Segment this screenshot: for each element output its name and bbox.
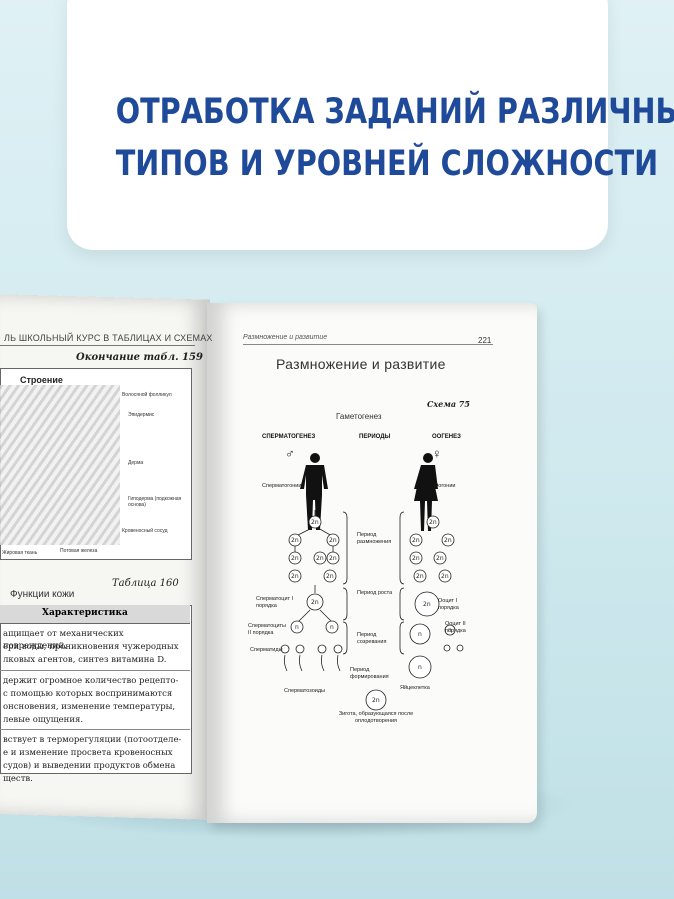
label-egg: Яйцеклетка	[400, 685, 430, 691]
svg-text:2n: 2n	[316, 555, 324, 562]
table-title: Функции кожи	[10, 589, 75, 600]
right-running-head: Размножение и развитие	[243, 334, 328, 341]
diagram-subtitle: Гаметогенез	[336, 412, 382, 421]
female-cells: 2n 2n 2n 2n 2n 2n 2n 2n n n n	[408, 515, 464, 679]
label-spermatocyte-1: Сперматоцит I порядка	[256, 596, 294, 609]
skin-label: Кровеносный сосуд	[122, 528, 168, 534]
table-separator	[0, 729, 190, 730]
table-header-label: Характеристика	[42, 608, 128, 618]
table-separator	[0, 670, 190, 671]
schema-label: Схема 75	[427, 399, 470, 409]
label-period-maturation: Период созревания	[357, 632, 387, 645]
svg-text:2n: 2n	[291, 537, 299, 544]
label-spermatocytes-2: Сперматоциты II порядка	[248, 623, 286, 636]
label-period-formation: Период формирования	[350, 667, 389, 680]
table-row: левые ощущения.	[3, 715, 84, 725]
banner-headline: ОТРАБОТКА ЗАДАНИЙ РАЗЛИЧНЫХ ТИПОВ И УРОВ…	[115, 86, 674, 190]
svg-text:2n: 2n	[311, 519, 319, 526]
functions-table	[0, 605, 192, 774]
label-spermatozoa: Сперматозоиды	[284, 688, 325, 694]
gametogenesis-diagram: 2n 2n 2n 2n 2n 2n 2n 2n 2n n n 2n 2n 2n …	[280, 453, 464, 711]
table-row: с помощью которых воспринимаются	[3, 689, 173, 699]
skin-illustration	[0, 385, 120, 545]
banner-line-1: ОТРАБОТКА ЗАДАНИЙ РАЗЛИЧНЫХ	[115, 92, 674, 132]
label-period-reproduction: Период размножения	[357, 532, 392, 545]
svg-text:2n: 2n	[412, 537, 420, 544]
skin-figure-title: Строение	[20, 375, 63, 385]
svg-text:2n: 2n	[311, 599, 319, 606]
svg-text:n: n	[418, 631, 422, 638]
svg-text:n: n	[448, 627, 452, 634]
svg-text:2n: 2n	[291, 573, 299, 580]
banner-line-2: ТИПОВ И УРОВНЕЙ СЛОЖНОСТИ	[115, 144, 659, 184]
column-periods: ПЕРИОДЫ	[359, 434, 391, 440]
svg-text:2n: 2n	[412, 555, 420, 562]
female-figure-icon	[414, 453, 438, 531]
svg-text:2n: 2n	[372, 697, 380, 704]
table-header: Характеристика	[0, 605, 190, 624]
table-row: онсновения, изменение температуры,	[3, 702, 176, 712]
male-figure-icon	[300, 453, 328, 530]
svg-text:2n: 2n	[423, 601, 431, 608]
svg-text:n: n	[330, 624, 334, 631]
female-symbol-icon: ♀	[432, 446, 442, 461]
table-label: Таблица 160	[112, 578, 179, 589]
skin-label: Гиподерма (подкожная основа)	[128, 496, 182, 508]
svg-text:2n: 2n	[329, 537, 337, 544]
page-number: 221	[478, 336, 492, 345]
label-zygote: Зигота, образующаяся после оплодотворени…	[338, 711, 414, 724]
svg-text:2n: 2n	[326, 573, 334, 580]
label-period-growth: Период роста	[357, 590, 393, 596]
table-row: лковых агентов, синтез витамина D.	[3, 655, 167, 665]
svg-text:2n: 2n	[441, 573, 449, 580]
left-continuation: Окончание табл. 159	[76, 352, 203, 363]
skin-label: Эпидермис	[128, 412, 155, 418]
table-row: ащищает от механических повреждений,	[3, 629, 124, 651]
period-brackets	[342, 511, 405, 655]
svg-text:n: n	[418, 664, 422, 671]
label-oogonia: Оогонии	[434, 483, 456, 489]
table-row: вствует в терморегуляции (потоотделе-	[3, 735, 182, 745]
table-row: е и изменение просвета кровеносных	[3, 748, 173, 758]
label-oocyte-2: Ооцит II порядка	[445, 621, 466, 634]
column-oogenesis: ООГЕНЕЗ	[432, 434, 461, 440]
male-symbol-icon: ♂	[285, 446, 295, 461]
skin-label: Жировая ткань	[2, 550, 38, 556]
label-oocyte-1: Ооцит I порядка	[438, 598, 459, 611]
skin-label: Потовая железа	[60, 548, 98, 554]
skin-label: Дерма	[128, 460, 144, 466]
left-running-head: ЛЬ ШКОЛЬНЫЙ КУРС В ТАБЛИЦАХ И СХЕМАХ	[4, 333, 213, 343]
skin-label: Волосяной фолликул	[122, 392, 172, 398]
svg-text:2n: 2n	[429, 519, 437, 526]
svg-text:2n: 2n	[436, 555, 444, 562]
svg-text:2n: 2n	[329, 555, 337, 562]
table-row: ществ.	[3, 774, 33, 784]
svg-text:n: n	[295, 624, 299, 631]
banner-card	[67, 0, 608, 250]
svg-text:2n: 2n	[444, 537, 452, 544]
label-spermatogonia: Сперматогонии	[262, 483, 302, 489]
table-row: держит огромное количество рецепто-	[3, 676, 179, 686]
left-header-rule	[0, 345, 195, 346]
svg-text:2n: 2n	[291, 555, 299, 562]
chapter-title: Размножение и развитие	[276, 356, 446, 372]
table-row: судов) и выведении продуктов обмена	[3, 761, 176, 771]
table-row: ери воды, проникновения чужеродных	[3, 642, 179, 652]
male-cells: 2n 2n 2n 2n 2n 2n 2n 2n 2n n n 2n	[280, 510, 387, 711]
label-spermatids: Сперматиды	[250, 647, 283, 653]
svg-text:2n: 2n	[416, 573, 424, 580]
right-page	[207, 303, 537, 823]
column-spermatogenesis: СПЕРМАТОГЕНЕЗ	[262, 434, 316, 440]
right-header-rule	[243, 344, 493, 345]
